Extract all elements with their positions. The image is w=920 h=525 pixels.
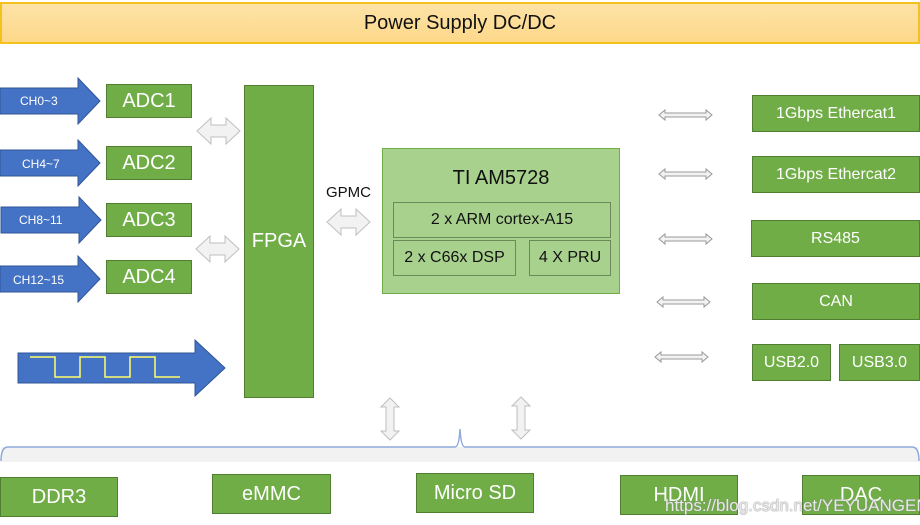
dac-block: DAC: [802, 475, 920, 515]
hdmi-block: HDMI: [620, 475, 738, 515]
microsd-block: Micro SD: [416, 473, 534, 513]
usb3-block: USB3.0: [839, 344, 920, 381]
adc-fpga-arrow: [195, 234, 240, 264]
adc-fpga-arrow: [196, 116, 241, 146]
watermark: https://blog.csdn.net/YEYUANGEN: [665, 496, 920, 515]
ethercat1-block: 1Gbps Ethercat1: [752, 95, 920, 132]
interface-arrow: [654, 350, 709, 364]
channel-label: CH4~7: [22, 157, 60, 171]
clock-signal-arrow: [17, 338, 226, 398]
dsp-core-block: 2 x C66x DSP: [393, 240, 516, 276]
adc4-block: ADC4: [106, 260, 192, 294]
channel-arrow: [0, 195, 102, 245]
ddr3-block: DDR3: [0, 477, 118, 517]
gpmc-arrow: [326, 207, 371, 237]
bus-arrow: [510, 396, 532, 440]
soc-block: TI AM5728 2 x ARM cortex-A15 2 x C66x DS…: [382, 148, 620, 294]
adc3-block: ADC3: [106, 203, 192, 237]
peripheral-bus-brace: [0, 428, 920, 462]
can-block: CAN: [752, 283, 920, 320]
ethercat2-block: 1Gbps Ethercat2: [752, 156, 920, 193]
emmc-block: eMMC: [212, 474, 331, 514]
usb2-block: USB2.0: [752, 344, 831, 381]
interface-arrow: [656, 295, 711, 309]
channel-arrow: [0, 138, 101, 188]
rs485-block: RS485: [751, 220, 920, 257]
channel-label: CH8~11: [19, 213, 63, 227]
interface-arrow: [658, 167, 713, 181]
interface-arrow: [658, 232, 713, 246]
pru-core-block: 4 X PRU: [529, 240, 611, 276]
interface-arrow: [658, 108, 713, 122]
bus-arrow: [379, 397, 401, 441]
fpga-block: FPGA: [244, 85, 314, 398]
arm-core-block: 2 x ARM cortex-A15: [393, 202, 611, 238]
gpmc-label: GPMC: [326, 184, 371, 201]
channel-arrow: [0, 76, 101, 126]
soc-title: TI AM5728: [452, 167, 550, 189]
channel-label: CH0~3: [20, 94, 58, 108]
channel-label: CH12~15: [13, 273, 65, 287]
adc1-block: ADC1: [106, 84, 192, 118]
channel-arrow: [0, 254, 101, 304]
adc2-block: ADC2: [106, 146, 192, 180]
power-supply-block: Power Supply DC/DC: [0, 2, 920, 44]
